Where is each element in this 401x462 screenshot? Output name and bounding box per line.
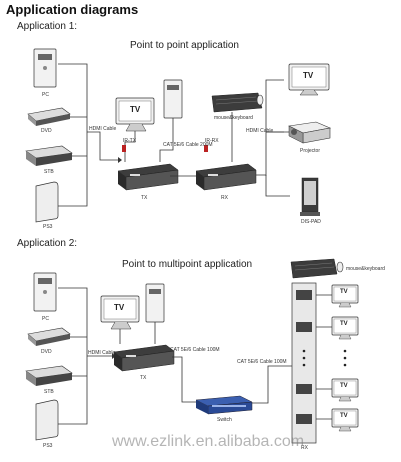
app1-projector-label: Projector [300,148,321,154]
keyboard-icon [211,92,263,113]
pc-tower-2-icon [33,272,57,312]
app2-cat1-label: CAT 5E/6 Cable 100M [170,347,220,353]
app1-local-tv-text: TV [130,105,141,114]
watermark: www.ezlink.en.alibaba.com [112,433,305,450]
rx-extender-icon [195,163,257,191]
app2-ps3-label: PS3 [43,443,53,449]
dvd-player-icon [27,107,71,126]
app1-irrx-label: IR-RX [205,138,219,144]
ps3-icon [35,181,59,223]
source-bus-2-wire [58,287,88,425]
app1-hdmi-out-label: HDMI Cable [246,128,274,134]
app1-rx-label: RX [221,195,228,201]
app2-subtitle: Point to multipoint application [122,259,253,270]
app1-hdmi-in-label: HDMI Cable [89,126,117,132]
source-branch-wire [70,116,87,157]
local-pc-icon [163,79,183,119]
tx-extender-icon [117,163,179,191]
app2-pc-label: PC [42,316,49,322]
app2-switch-label: Switch [217,417,232,423]
app1-mouse-kbd-label: mouse&keyboard [214,115,253,121]
app1-dvd-label: DVD [41,128,52,134]
display-bus-wire [265,79,290,197]
app2-hdmi-label: HDMI Cable [88,350,116,356]
app2-stb-label: STB [44,389,54,395]
app1-subtitle: Point to point application [130,40,239,51]
dispad-kiosk-icon [300,177,320,216]
app2-local-tv-text: TV [114,303,125,312]
local-tv-icon [115,97,155,132]
app1-stb-label: STB [44,169,54,175]
app1-dispad-label: DIS-PAD [301,219,321,225]
cat-2b-wire [252,365,296,404]
hdmi-out-wire [256,131,284,176]
local-2-wire [119,322,156,344]
cat-2a-wire [172,356,200,403]
tv-stack-icon [331,284,359,432]
projector-icon [288,121,332,144]
app1-irtx-label: IR-TX [123,138,137,144]
hdmi-in-wire [87,131,118,161]
app2-tx-label: TX [140,375,147,381]
ir-tx-icon [122,145,126,152]
rx-rack-icon [291,282,317,444]
source-bus-wire [58,63,88,207]
arrow-icon [118,157,122,163]
local-pc-wire [159,118,174,162]
app2-mouse-kbd-label: mouse&keyboard [346,266,385,272]
tv-right-icon [288,63,330,96]
app2-tv4-text: TV [340,413,348,419]
mouse-2-icon [336,261,344,273]
network-switch-icon [195,395,253,415]
stb-icon [25,145,73,166]
app2-cat2-label: CAT 5E/6 Cable 100M [237,359,287,365]
app1-tx-label: TX [141,195,148,201]
local-tv-wire [124,131,136,162]
mouse-icon [256,94,264,106]
app1-cat-label: CAT 5E/6 Cable 200M [163,142,213,148]
pc-tower-icon [33,48,57,88]
stb-2-icon [25,365,73,386]
app1-ps3-label: PS3 [43,224,53,230]
app2-tv2-text: TV [340,321,348,327]
app2-tv3-text: TV [340,383,348,389]
app2-dvd-label: DVD [41,349,52,355]
local-tv-2-icon [100,295,140,330]
app1-heading: Application 1: [17,21,78,32]
ir-rx-icon [204,145,208,152]
ps3-2-icon [35,399,59,441]
local-pc-2-icon [145,283,165,323]
page-title: Application diagrams [6,2,139,17]
keyboard-2-icon [290,258,338,279]
app2-heading: Application 2: [17,238,78,249]
tx-extender-2-icon [113,344,175,372]
rx-out-wire [316,294,332,420]
app2-rx-label: RX [301,445,308,451]
app2-tv1-text: TV [340,289,348,295]
dvd-player-2-icon [27,327,71,346]
app1-pc-label: PC [42,92,49,98]
app1-tv-text: TV [303,71,314,80]
